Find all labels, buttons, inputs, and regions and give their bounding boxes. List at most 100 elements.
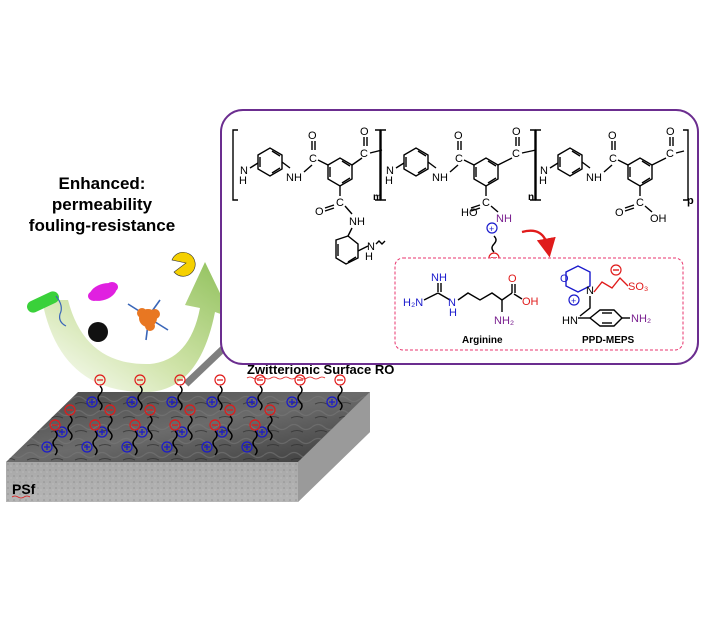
atom-c: C [512,148,520,160]
negative-charge-icon [214,374,226,386]
zwitterion-chain [172,430,178,456]
positive-sign [204,444,210,450]
atom-n: N [540,165,548,177]
subscript-p: p [687,195,694,207]
zwitterion-chain [337,385,343,411]
surface-label: Zwitterionic Surface RO [247,362,394,377]
zwitterion-chain [132,430,138,456]
positive-charge-icon [121,441,133,453]
atom-n: N [386,165,394,177]
atom-c: C [666,148,674,160]
atom-oh: OH [522,296,539,308]
negative-charge-icon [89,419,101,431]
atom-o: O [360,126,369,138]
atom-hn: HN [562,315,578,327]
benefit-fouling-resistance: fouling-resistance [29,216,175,235]
atom-h2n: H₂N [403,297,423,309]
zwitterion-chain [297,385,303,411]
positive-charge-icon [176,426,188,438]
zwitterion-chain [252,430,258,456]
atom-o: O [308,130,317,142]
positive-charge-icon [241,441,253,453]
repeat-unit-1: N H NH C O C O C O N [239,126,386,265]
atom-o: O [512,126,521,138]
positive-charge-icon [216,426,228,438]
positive-charge-icon [568,294,580,306]
negative-charge-icon [144,404,156,416]
positive-sign [329,399,335,405]
svg-text:+: + [571,296,576,306]
substrate-label: PSf [12,481,36,497]
positive-charge-icon [206,396,218,408]
positive-sign [289,399,295,405]
positive-charge-icon [256,426,268,438]
positive-charge-icon [81,441,93,453]
zwitterion-chain [187,415,193,441]
repeat-unit-3: N H NH C O C O C [539,126,685,225]
red-pointer-arrow [521,229,556,258]
protein-icon [88,282,118,301]
bacteria-icon [27,291,67,327]
positive-sign [164,444,170,450]
zwitterion-chain [177,385,183,411]
membrane-slab: PSf [6,392,370,502]
atom-h: H [539,175,547,187]
foulant-particle-icon [88,322,108,342]
svg-text:+: + [489,224,494,234]
atom-n: N [367,241,375,253]
positive-charge-icon [41,441,53,453]
positive-charge-icon [136,426,148,438]
zwitterion-chain [52,430,58,456]
atom-c: C [360,148,368,160]
arginine-structure: NH H₂N N H O OH NH₂ Arginine [403,272,539,346]
negative-charge-icon [174,374,186,386]
positive-sign [169,399,175,405]
positive-sign [59,429,65,435]
ppd-meps-structure: O N + SO₃ HN NH₂ PPD-MEPS [560,264,651,346]
positive-sign [124,444,130,450]
organic-cluster-icon [127,299,169,341]
positive-charge-icon [166,396,178,408]
polyamide-structure: m n p N H NH C O [232,126,694,265]
atom-h: H [239,175,247,187]
atom-nh2: NH₂ [494,315,514,327]
zwitterion-chain [137,385,143,411]
zwitterion-chain [92,430,98,456]
atom-o: O [454,130,463,142]
atom-n: N [448,297,456,309]
positive-sign [244,444,250,450]
positive-sign [179,429,185,435]
slab-side-face [298,392,370,502]
negative-charge-icon [184,404,196,416]
atom-c: C [609,153,617,165]
zwitterion-chain [267,415,273,441]
atom-o: O [315,206,324,218]
atom-n: N [240,165,248,177]
atom-c: C [636,197,644,209]
zwitterion-chain [212,430,218,456]
atom-h: H [385,175,393,187]
green-curved-arrow [42,262,232,393]
negative-charge-icon [224,404,236,416]
positive-sign [129,399,135,405]
atom-so3: SO₃ [628,281,648,293]
zwitterion-chain [97,385,103,411]
benefit-permeability: permeability [52,195,153,214]
negative-charge-icon [64,404,76,416]
negative-charge-icon [249,419,261,431]
negative-charge-icon [209,419,221,431]
positive-sign [249,399,255,405]
subscript-n: n [528,192,534,203]
zwitterion-chain [227,415,233,441]
positive-charge-icon [201,441,213,453]
atom-ho: HO [461,207,478,219]
zwitterion-brush-layer [41,374,346,456]
atom-h: H [449,307,457,319]
positive-charge-icon [96,426,108,438]
positive-sign [84,444,90,450]
positive-sign [259,429,265,435]
atom-o: O [560,273,569,285]
positive-charge-icon [286,396,298,408]
atom-c: C [482,197,490,209]
